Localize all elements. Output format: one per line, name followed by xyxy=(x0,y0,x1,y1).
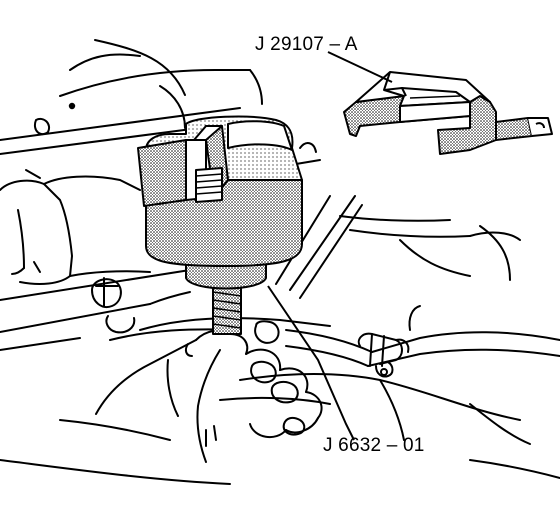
leader-bottom xyxy=(267,285,355,441)
tool-label-top: J 29107 – A xyxy=(255,34,358,55)
frame-rail xyxy=(219,373,560,479)
steering-housing xyxy=(0,169,151,285)
hose-clamp xyxy=(357,332,410,378)
tie-rod xyxy=(275,195,521,299)
callout-leaders xyxy=(267,51,393,441)
lower-frame xyxy=(0,269,331,351)
hose xyxy=(285,305,560,367)
tool-label-bottom: J 6632 – 01 xyxy=(323,435,425,456)
technician-hand xyxy=(95,320,323,463)
adapter-tool xyxy=(343,71,553,155)
puller-tool-body xyxy=(137,115,303,335)
chassis-frame xyxy=(0,39,321,166)
leader-top xyxy=(327,51,393,83)
mounting-bolt xyxy=(91,277,136,334)
floor-lines xyxy=(0,419,231,485)
